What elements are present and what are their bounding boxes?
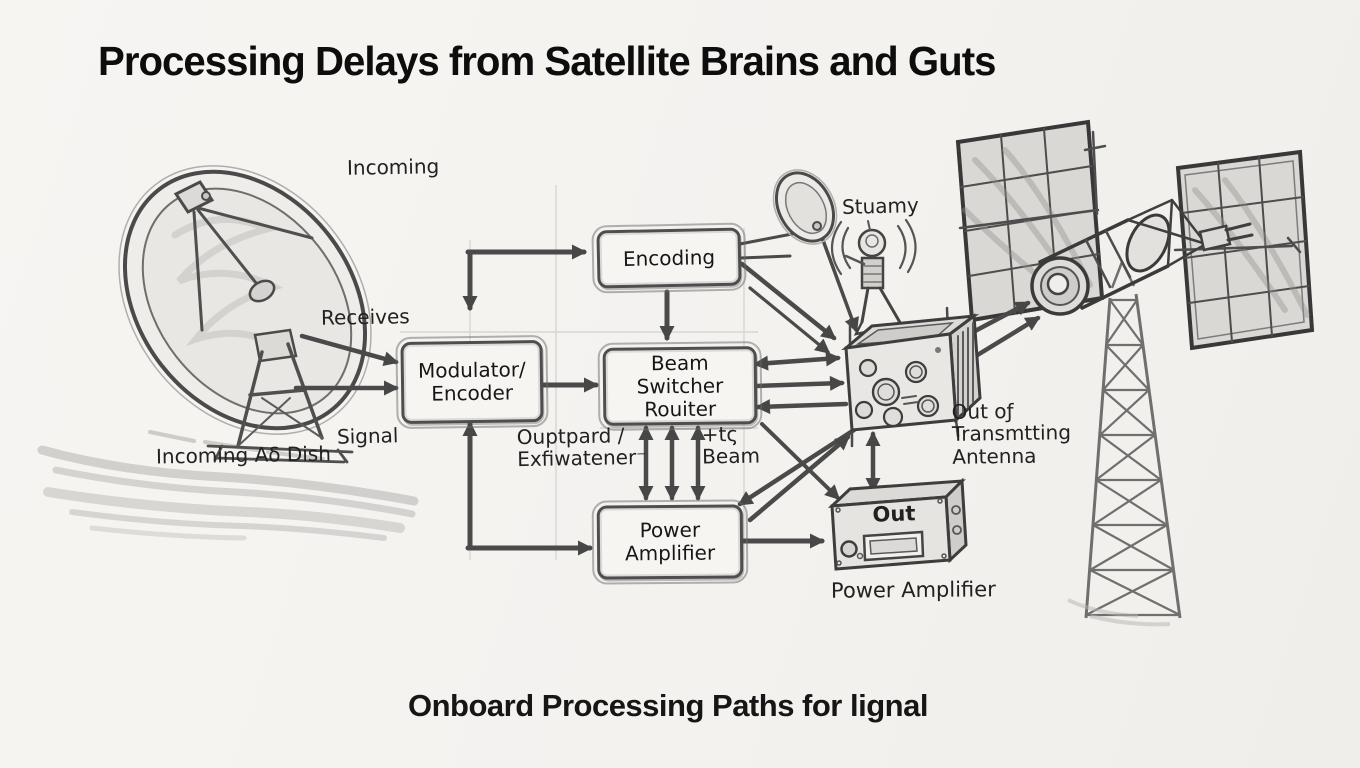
power-amplifier-box: Power Amplifier bbox=[591, 499, 749, 585]
outboard-label: Ouptpard / Exfiwatener⁻ bbox=[516, 423, 647, 472]
incoming-label: Incoming bbox=[346, 154, 440, 180]
encoding-box: Encoding bbox=[591, 222, 747, 294]
lattice-tower-icon bbox=[1067, 261, 1182, 627]
receives-label: Receives bbox=[320, 304, 410, 330]
power-amplifier-box-label: Power Amplifier bbox=[624, 517, 716, 566]
page-title: Processing Delays from Satellite Brains … bbox=[98, 38, 996, 84]
stuamy-label: Stuamy bbox=[841, 192, 920, 220]
out-device-icon bbox=[827, 477, 968, 571]
out-device-caption: Power Amplifier bbox=[830, 577, 996, 603]
satellite-dish-icon bbox=[118, 165, 372, 464]
transmit-antenna-label: Out oƒ Transmtting Antenna bbox=[951, 398, 1072, 469]
flow-arrows bbox=[293, 230, 1041, 556]
beam-switcher-box-label: Beam Switcher Rouiter bbox=[636, 350, 724, 421]
out-device-label: Out bbox=[872, 501, 916, 527]
small-dish-icon bbox=[772, 169, 838, 245]
ground-shadow-sketch bbox=[37, 430, 419, 541]
modulator-encoder-box: Modulator/ Encoder bbox=[395, 334, 549, 430]
transponder-box-icon bbox=[841, 306, 982, 448]
stick-figure-icon bbox=[830, 218, 917, 336]
beam-switcher-box: Beam Switcher Rouiter bbox=[597, 341, 763, 431]
encoding-box-label: Encoding bbox=[622, 244, 716, 271]
modulator-encoder-box-label: Modulator/ Encoder bbox=[417, 357, 526, 406]
signal-label: Signal bbox=[336, 423, 399, 449]
beam-label: +tς Beam bbox=[701, 421, 761, 469]
bottom-caption: Onboard Processing Paths for lignal bbox=[408, 688, 928, 723]
dish-caption-label: Incoming Aδ Dish bbox=[155, 441, 332, 469]
satellite-icon bbox=[955, 119, 1315, 351]
